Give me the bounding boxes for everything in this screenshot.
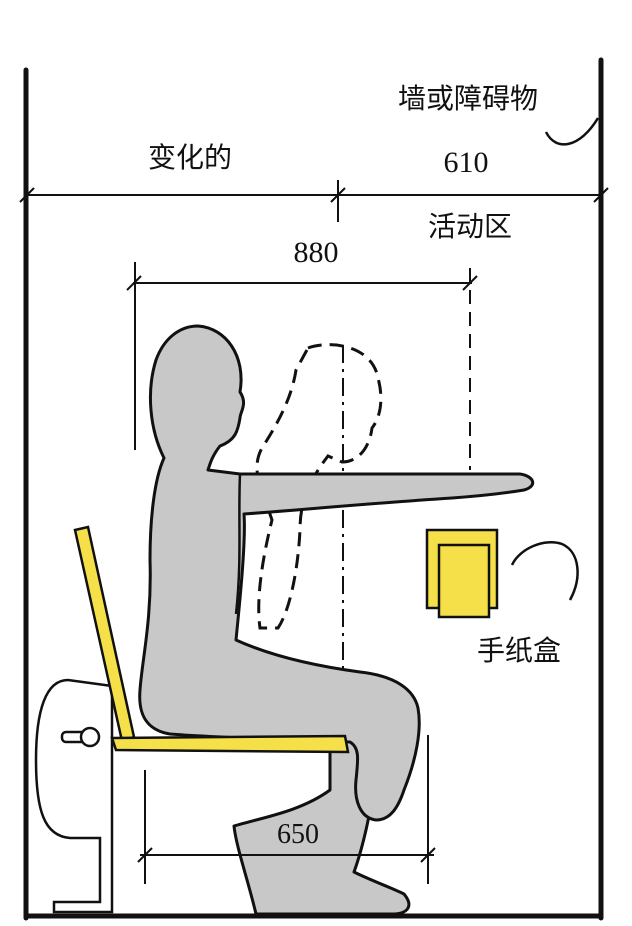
walls	[23, 57, 604, 921]
paper-box-label: 手纸盒	[477, 634, 561, 667]
toilet-seat	[110, 734, 350, 754]
toilet	[34, 678, 114, 914]
flush-knob	[79, 726, 101, 748]
top-dimension	[19, 180, 609, 222]
reach-dimension	[126, 262, 478, 470]
paper-leader	[510, 541, 579, 601]
paper-holder	[425, 528, 499, 619]
obstacle-leader	[544, 117, 600, 146]
seated-figure	[138, 324, 535, 916]
paper-holder-roll	[437, 543, 491, 619]
toilet-tank	[34, 678, 114, 914]
figure-body	[138, 324, 535, 822]
activity-zone-label: 活动区	[428, 210, 512, 243]
activity-width-value: 610	[444, 146, 489, 179]
arm-line	[234, 473, 242, 615]
seat-depth-value: 650	[277, 819, 319, 850]
variable-label: 变化的	[148, 141, 232, 174]
reach-value: 880	[294, 236, 339, 269]
seat-depth-dimension	[137, 735, 436, 884]
wall-label: 墙或障碍物	[398, 82, 538, 115]
